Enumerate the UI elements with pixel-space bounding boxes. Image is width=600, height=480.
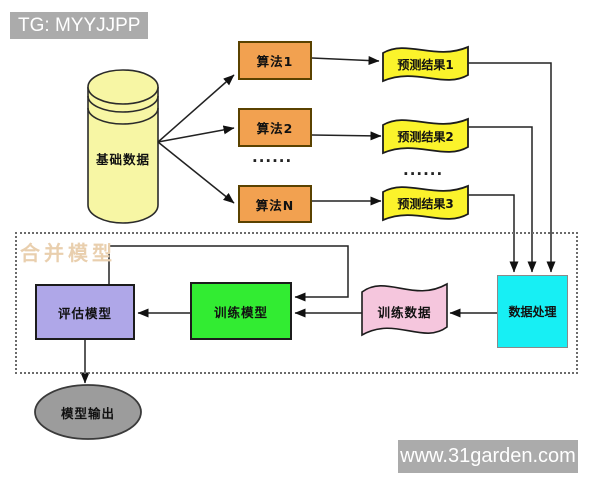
watermark-top-left: TG: MYYJJPP: [10, 12, 148, 39]
algorithm-2-node: 算法2: [238, 108, 312, 147]
algorithm-1-node: 算法1: [238, 41, 312, 80]
merge-model-group: [15, 232, 578, 374]
prediction-ellipsis: ......: [403, 161, 444, 179]
algorithm-1-label: 算法1: [256, 54, 294, 69]
base-data-cylinder-shape: [87, 69, 159, 224]
algorithm-ellipsis: ......: [252, 148, 293, 166]
evaluate-model-label: 评估模型: [57, 305, 112, 321]
evaluate-model-node: 评估模型: [35, 284, 135, 340]
prediction-1-wave-shape: [382, 45, 469, 83]
train-model-label: 训练模型: [213, 304, 268, 320]
data-processing-node: 数据处理: [497, 275, 568, 348]
algorithm-n-label: 算法N: [255, 197, 295, 213]
prediction-3-wave-shape: [382, 184, 469, 222]
algorithm-2-label: 算法2: [256, 121, 294, 136]
algorithm-n-node: 算法N: [238, 185, 312, 223]
train-data-wave-shape: [361, 282, 448, 337]
data-processing-label: 数据处理: [508, 305, 557, 319]
train-model-node: 训练模型: [190, 282, 292, 340]
watermark-bottom-right: www.31garden.com: [398, 440, 578, 473]
merge-model-group-label: 合并模型: [20, 241, 116, 265]
prediction-2-wave-shape: [382, 117, 469, 155]
connector-arrows: [80, 56, 556, 384]
model-output-ellipse-shape: [34, 384, 142, 440]
